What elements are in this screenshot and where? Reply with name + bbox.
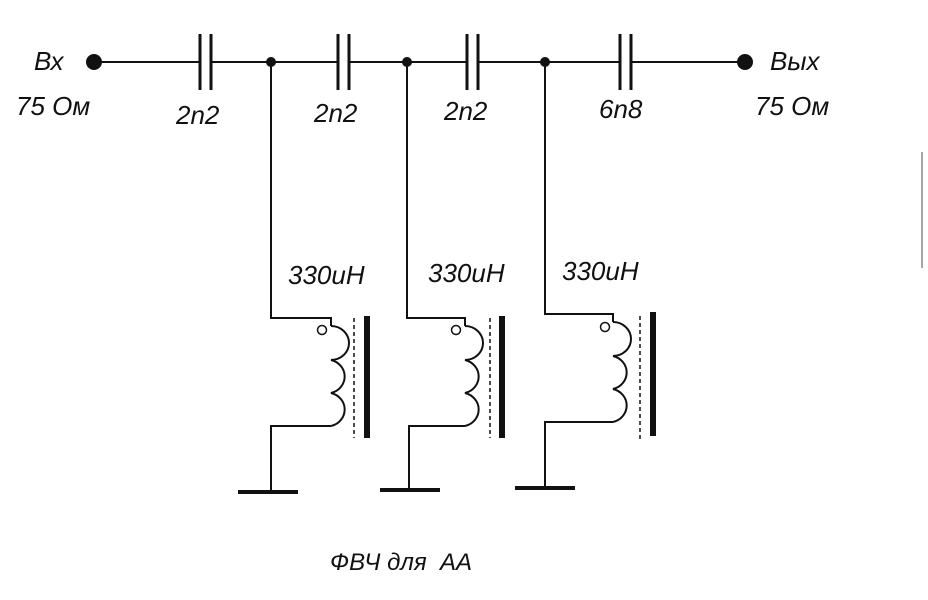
inductor-coil — [330, 325, 350, 427]
inductor-branch-2 — [380, 62, 505, 492]
capacitor-2 — [336, 34, 351, 90]
input-terminal — [86, 54, 102, 70]
diagram-caption: ФВЧ для АА — [330, 549, 472, 576]
capacitor-3 — [465, 34, 480, 90]
polarity-dot — [316, 324, 328, 336]
output-impedance: 75 Ом — [755, 91, 829, 121]
output-terminal — [737, 54, 753, 70]
capacitor-4-value: 6n8 — [599, 94, 643, 124]
capacitor-2-value: 2n2 — [313, 98, 358, 128]
capacitor-1 — [198, 34, 213, 90]
polarity-dot — [450, 324, 462, 336]
input-impedance: 75 Ом — [16, 91, 90, 121]
output-label: Вых — [770, 46, 820, 76]
inductor-1-value: 330uH — [288, 260, 365, 290]
inductor-branch-1 — [238, 62, 370, 494]
inductor-branch-3 — [515, 62, 656, 490]
capacitor-3-value: 2n2 — [443, 96, 488, 126]
inductor-coil — [464, 325, 484, 427]
inductor-coil — [612, 321, 632, 423]
inductor-2-value: 330uH — [428, 258, 505, 288]
inductor-3-value: 330uH — [562, 256, 639, 286]
polarity-dot — [599, 321, 611, 333]
capacitor-1-value: 2n2 — [175, 100, 220, 130]
input-label: Вх — [34, 46, 64, 76]
capacitor-4 — [618, 34, 633, 90]
